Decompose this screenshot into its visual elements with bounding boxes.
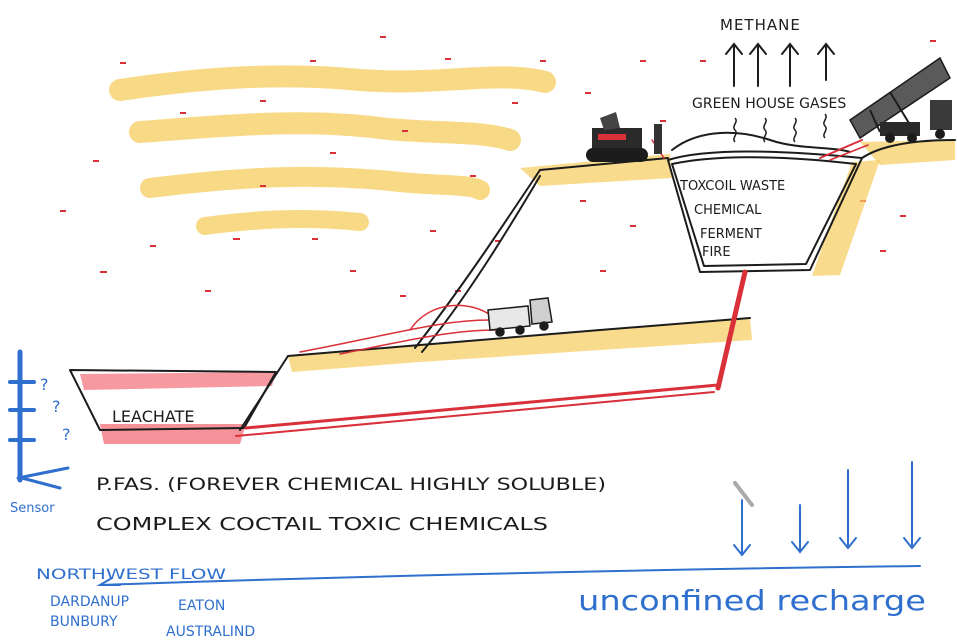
particle [880,250,886,252]
gas-extraction-icon [850,58,952,143]
liner-base [246,385,718,428]
particle [630,225,636,227]
particle [660,120,666,122]
dozer-blade [654,124,662,154]
truck-cab [530,298,552,324]
particle [233,238,240,240]
label-sensor: Sensor [10,501,55,516]
particle [150,245,156,247]
label-pfas: P.FAS. (FOREVER CHEMICAL HIGHLY SOLUBLE) [96,475,606,495]
machine-wheel [885,133,895,143]
particle [402,130,408,132]
particle [585,92,591,94]
squiggle-icon [794,118,796,142]
machine-wheel [935,129,945,139]
particle [260,100,266,102]
haze-band [205,219,360,226]
particle [310,60,316,62]
methane-arrows [726,44,834,86]
recharge-arrow [840,470,856,548]
pit-right-wall-sand [812,160,880,276]
haze-band [120,76,545,90]
particle [540,60,546,62]
up-arrow-icon [782,44,798,86]
particle [600,270,606,272]
particle [512,102,518,104]
particle [93,160,99,162]
squiggle-icon [824,114,826,138]
label-leachate: LEACHATE [112,407,194,426]
label-ferment: FERMENT [700,227,762,242]
particle [260,185,266,187]
liner-base-2 [236,392,714,436]
label-greenhouse-gases: GREEN HOUSE GASES [692,96,846,112]
leachate-top-band [80,372,276,390]
particle [580,200,586,202]
particle [640,60,646,62]
particle [400,295,406,297]
particle [312,238,318,240]
particle [120,62,126,64]
sky-haze [120,76,545,226]
machine-cab [930,100,952,130]
particle [900,215,906,217]
question-mark: ? [62,425,71,444]
truck-plume [410,305,492,330]
up-arrow-icon [726,44,742,86]
particle [470,175,476,177]
gas-squiggles [734,114,826,142]
machine-wheel [907,133,917,143]
truck-tray [488,306,530,330]
label-fire: FIRE [702,245,731,260]
up-arrow-icon [818,44,834,80]
question-mark: ? [40,375,49,394]
particle [180,112,186,114]
truck-wheel [496,328,504,336]
town-bunbury: BUNBURY [50,614,118,630]
particle [380,36,386,38]
haze-band [140,123,510,140]
dozer-track [586,148,648,162]
town-eaton: EATON [178,598,225,614]
particle [100,271,107,273]
label-northwest-flow: NORTHWEST FLOW [36,567,226,583]
particle [430,230,436,232]
label-unconfined-recharge: unconfined recharge [578,584,926,617]
particle [330,152,336,154]
dozer-accent [598,134,626,140]
up-arrow-icon [750,44,766,86]
pen-mark [735,483,752,505]
haze-band [150,177,480,190]
truck-wheel [540,322,548,330]
sensor-base [18,468,68,488]
leachate-bottom-band [100,424,246,444]
label-methane: METHANE [720,16,801,34]
particle [205,290,211,292]
particle [350,270,356,272]
recharge-arrow [734,500,750,555]
label-chemical: CHEMICAL [694,203,762,218]
sensor-probe [10,352,68,488]
dozer-cab [600,112,620,130]
town-australind: AUSTRALIND [166,624,255,640]
label-complex-cocktail: COMPLEX COCTAIL TOXIC CHEMICALS [96,514,548,535]
recharge-arrow [904,462,920,548]
dump-truck-icon [488,298,552,336]
town-dardanup: DARDANUP [50,594,129,610]
squiggle-icon [734,118,736,142]
question-mark: ? [52,397,61,416]
bulldozer-icon [586,112,662,162]
particle [930,40,936,42]
particle [700,60,706,62]
particle [445,58,451,60]
label-toxic-waste: TOXCOIL WASTE [679,179,785,194]
truck-wheel [516,326,524,334]
particle [60,210,66,212]
recharge-arrow [792,505,808,552]
